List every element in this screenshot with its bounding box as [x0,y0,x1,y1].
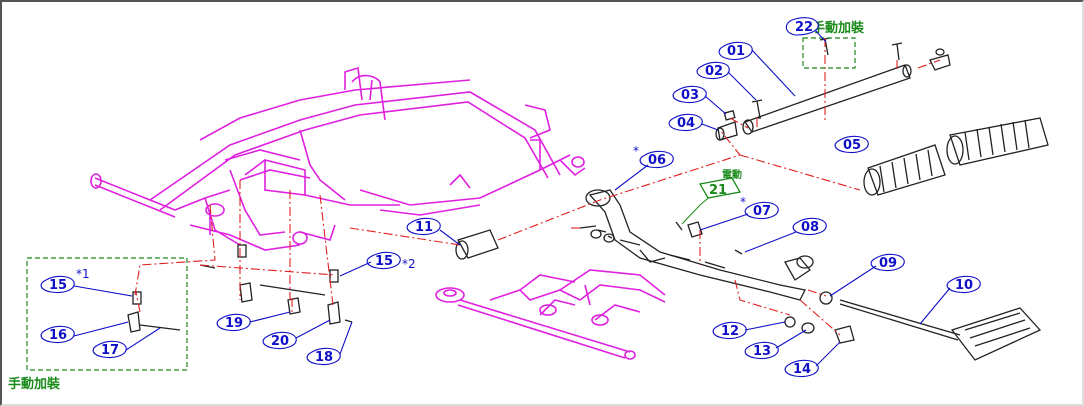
assembly-leaders [134,38,941,336]
callouts [40,17,981,378]
manual-install-note-top: 手動加裝 [812,20,865,36]
callout-01: 01 [727,44,745,59]
callout-06: 06 [648,153,666,168]
callout-20: 20 [271,334,289,349]
callout-21: 21 [681,177,742,225]
callout-03: 03 [681,88,699,103]
star-07: * [740,195,746,209]
manual-install-boxes [26,37,856,371]
callout-04: 04 [677,116,695,131]
callout-19: 19 [225,316,243,331]
callout-18: 18 [315,350,333,365]
manual-install-note-left: 手動加裝 [8,376,61,392]
callout-05: 05 [843,138,861,153]
star-15-right: *2 [402,257,416,271]
callout-22: 22 [795,20,813,35]
seat-frame-assembly [90,66,586,251]
callout-02: 02 [705,64,723,79]
callout-16: 16 [49,328,67,343]
callout-15-right: 15 [375,254,393,269]
callout-labels: 22 01 02 03 04 05 06 07 08 09 10 11 12 1… [49,20,973,377]
callout-10: 10 [955,278,973,293]
callout-07: 07 [753,204,771,219]
callout-12: 12 [721,324,739,339]
star-06: * [633,144,639,158]
callout-11: 11 [415,220,433,235]
star-15-left: *1 [76,267,90,281]
callout-13: 13 [753,344,771,359]
handle-parts [127,37,1049,361]
star-markers: * * *1 *2 [76,144,746,281]
electric-note: 電動 [722,168,742,181]
callout-08: 08 [801,220,819,235]
callout-17: 17 [101,343,119,358]
callout-14: 14 [793,362,811,377]
svg-text:21: 21 [709,183,727,198]
lower-base-assembly [435,269,666,360]
callout-15-left: 15 [49,278,67,293]
callout-09: 09 [879,256,897,271]
